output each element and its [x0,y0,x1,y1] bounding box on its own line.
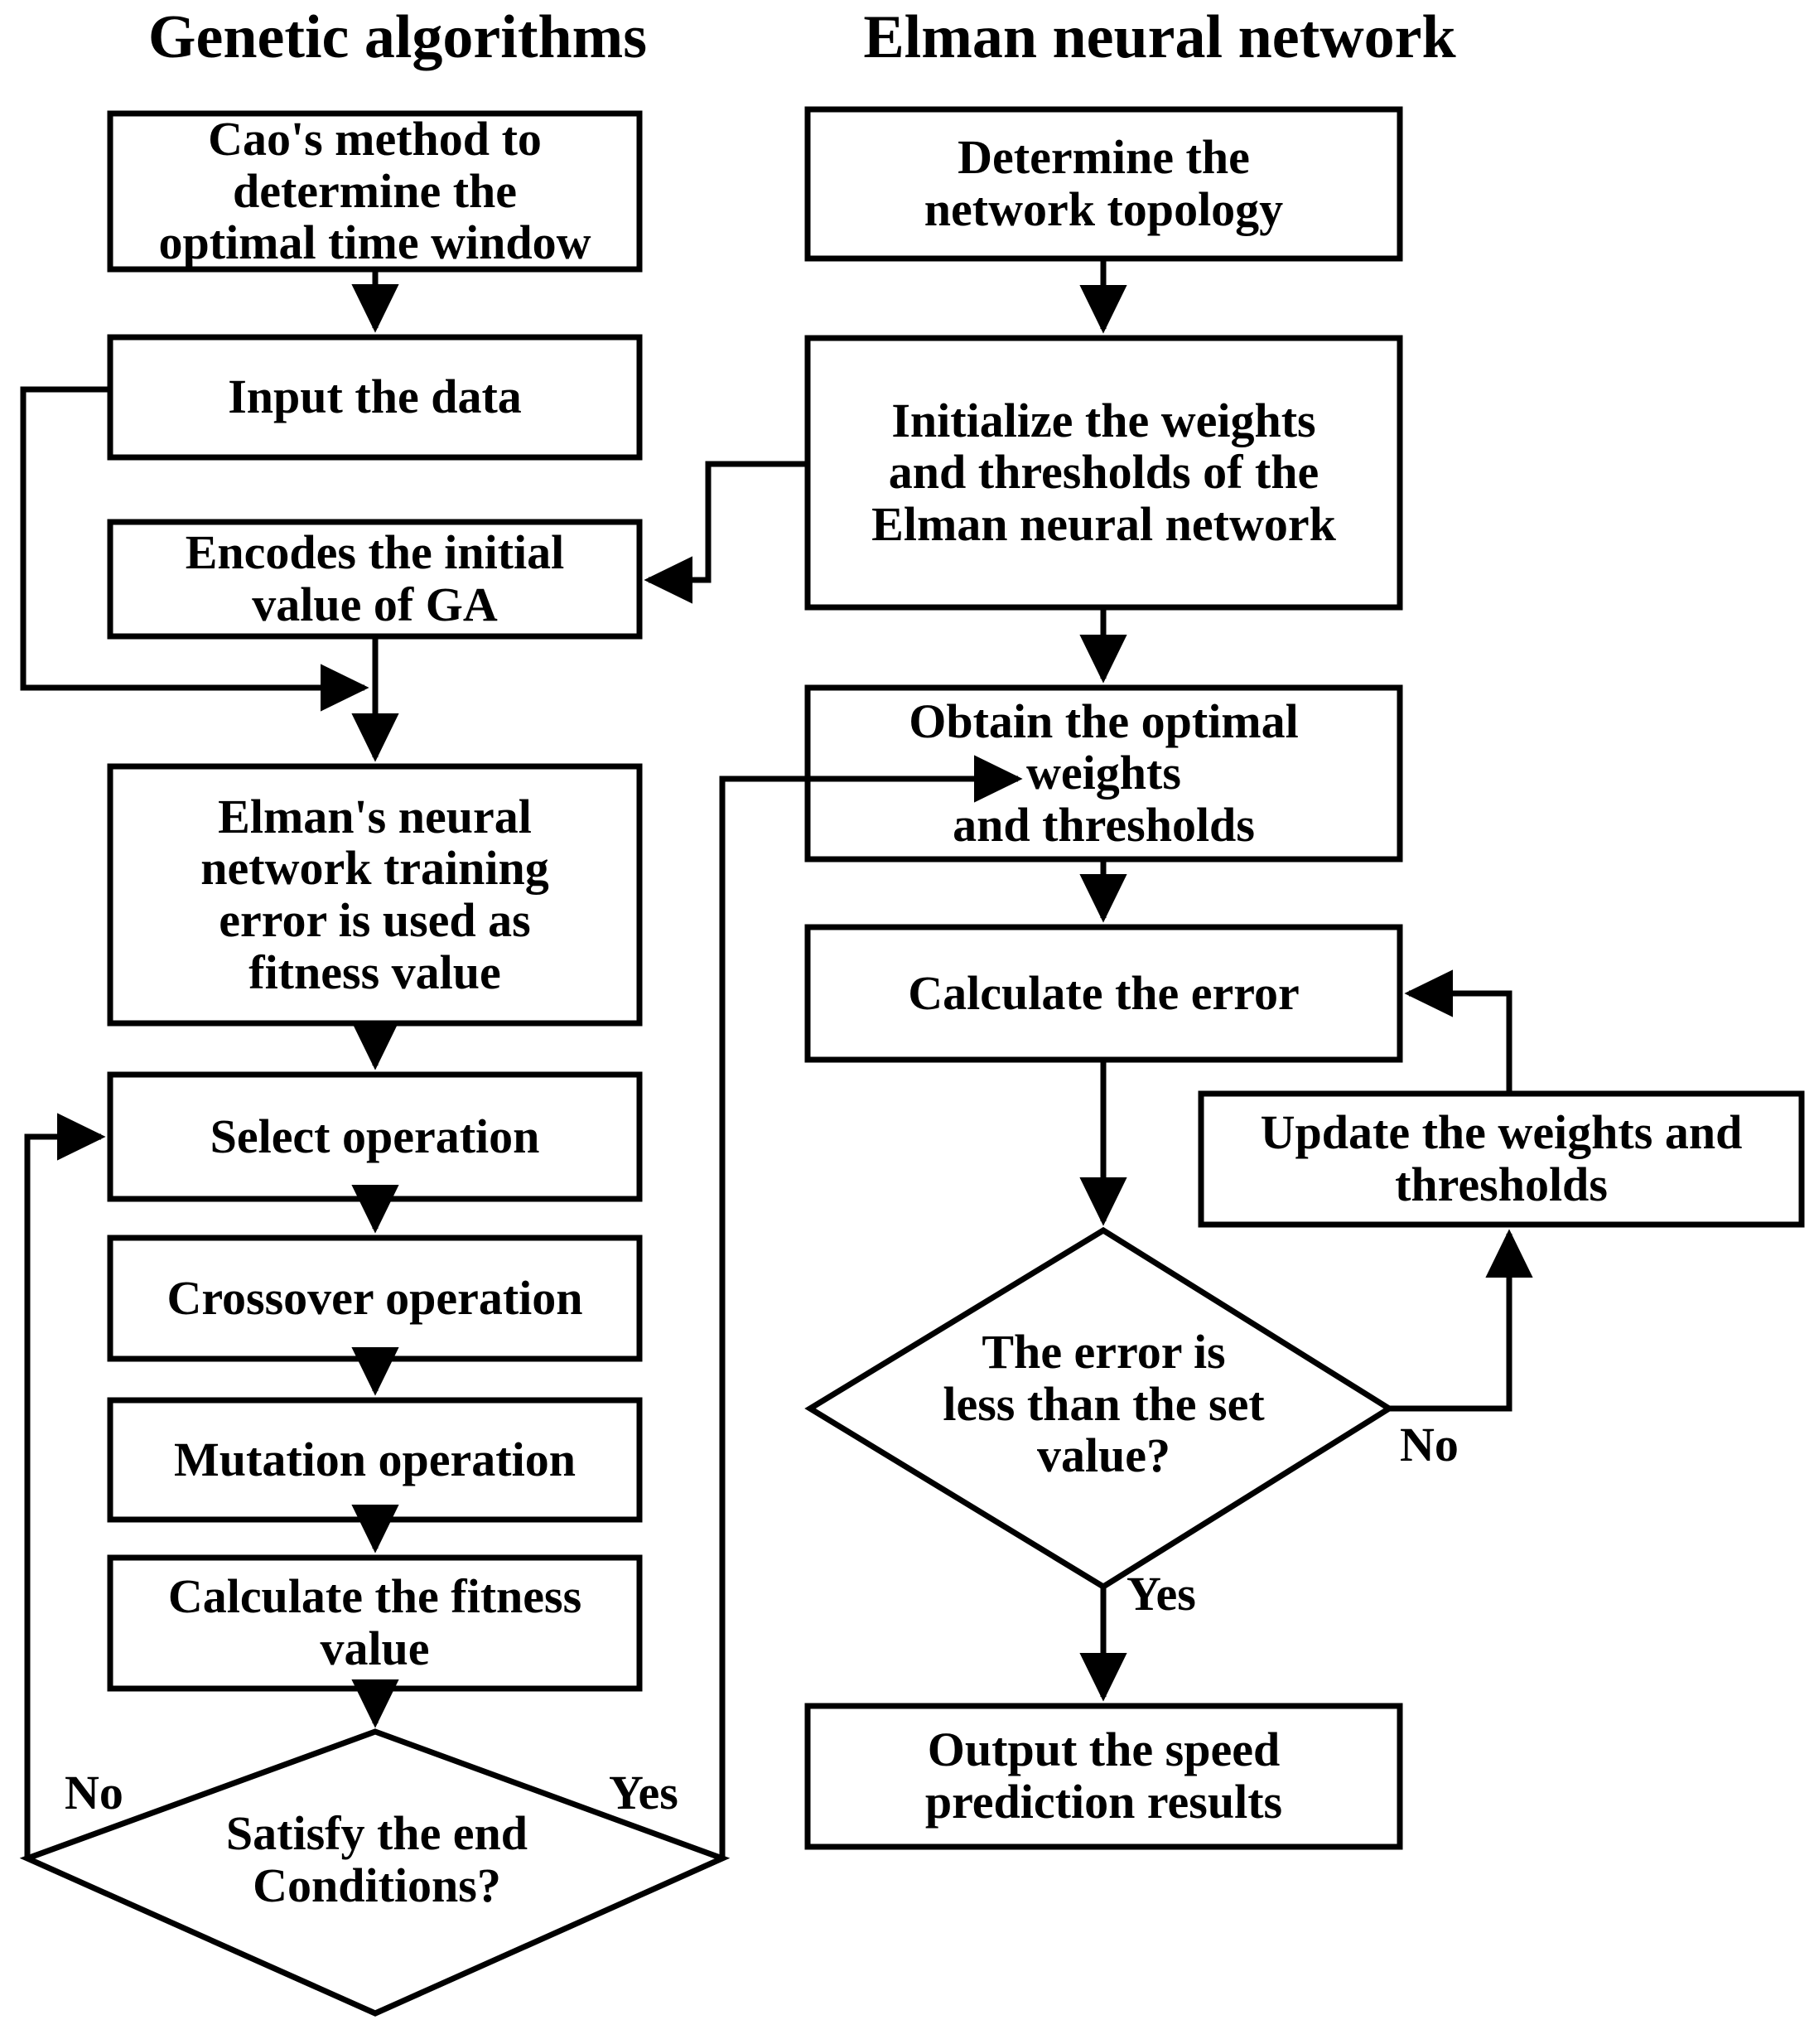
arrow-initialize-to-encode [644,461,808,604]
node-fitness-line4: fitness value [248,945,501,999]
box-update-weights [1198,1090,1805,1228]
node-cao-method-line1: Cao's method to [208,112,542,167]
node-select-operation[interactable]: Select operation [110,1075,639,1199]
node-calculate-error-label: Calculate the error [908,965,1300,1020]
node-error-less-than[interactable]: The error is less than the set value? [861,1309,1346,1500]
node-satisfy-end[interactable]: Satisfy the end Conditions? [157,1798,596,1922]
node-fitness-line1: Elman's neural [218,789,532,843]
node-encode-initial[interactable]: Encodes the initial value of GA [110,522,639,636]
column-title-genetic-algorithms: Genetic algorithms [147,3,648,71]
node-mutation-operation-label: Mutation operation [174,1432,576,1486]
node-initialize-line3: Elman neural network [871,496,1336,551]
arrow-yes-to-obtain-optimal [719,755,1023,1858]
feedback-no-to-select-operation [24,1113,106,1858]
node-obtain-line2: weights [1026,746,1181,800]
node-fitness-line3: error is used as [219,893,531,947]
node-output-results[interactable]: Output the speed prediction results [808,1706,1400,1847]
node-encode-line1: Encodes the initial [185,525,565,580]
node-obtain-line1: Obtain the optimal [909,693,1299,748]
node-crossover-operation-label: Crossover operation [166,1270,583,1325]
edge-label-satisfy-no: No [65,1766,123,1819]
node-error-line3: value? [1036,1428,1171,1483]
box-input-data [107,334,643,461]
arrow-error-no-to-update [1389,1229,1533,1412]
node-initialize-weights[interactable]: Initialize the weights and thresholds of… [808,338,1400,607]
node-calc-fitness-line2: value [320,1621,430,1675]
node-satisfy-line1: Satisfy the end [225,1806,528,1861]
node-output-line2: prediction results [924,1775,1283,1829]
diamond-satisfy-end [19,1728,731,2017]
arrow-update-to-calcerror [1404,969,1512,1094]
node-mutation-operation[interactable]: Mutation operation [110,1400,639,1520]
node-obtain-optimal[interactable]: Obtain the optimal weights and threshold… [808,688,1400,859]
node-error-line2: less than the set [943,1376,1265,1431]
node-update-weights[interactable]: Update the weights and thresholds [1201,1094,1802,1225]
column-title-elman-neural-network: Elman neural network [863,3,1456,71]
node-initialize-line1: Initialize the weights [891,393,1316,447]
node-update-line1: Update the weights and [1260,1105,1743,1160]
node-calculate-error[interactable]: Calculate the error [808,927,1400,1060]
node-update-line2: thresholds [1395,1157,1608,1211]
node-crossover-operation[interactable]: Crossover operation [110,1238,639,1359]
node-cao-method[interactable]: Cao's method to determine the optimal ti… [110,112,639,270]
node-input-data-label: Input the data [228,370,522,424]
node-calc-fitness[interactable]: Calculate the fitness value [110,1558,639,1689]
node-error-line1: The error is [982,1325,1226,1380]
node-obtain-line3: and thresholds [953,797,1255,852]
node-encode-line2: value of GA [252,577,498,631]
edge-label-error-yes: Yes [1127,1567,1196,1621]
node-input-data[interactable]: Input the data [110,337,639,457]
node-output-line1: Output the speed [927,1723,1281,1777]
box-output-results [804,1703,1403,1850]
node-cao-method-line3: optimal time window [158,215,591,270]
node-determine-line2: network topology [924,182,1284,236]
feedback-input-data-to-main [20,386,369,712]
node-fitness-training[interactable]: Elman's neural network training error is… [110,766,639,1023]
node-initialize-line2: and thresholds of the [888,445,1319,500]
node-calc-fitness-line1: Calculate the fitness [167,1569,582,1624]
node-fitness-line2: network training [200,841,549,896]
node-determine-line1: Determine the [958,130,1250,185]
node-cao-method-line2: determine the [232,163,518,218]
node-determine-topology[interactable]: Determine the network topology [808,109,1400,259]
edge-label-satisfy-yes: Yes [609,1766,678,1819]
edge-label-error-no: No [1400,1418,1459,1471]
node-satisfy-line2: Conditions? [253,1858,501,1912]
node-select-operation-label: Select operation [210,1109,540,1163]
